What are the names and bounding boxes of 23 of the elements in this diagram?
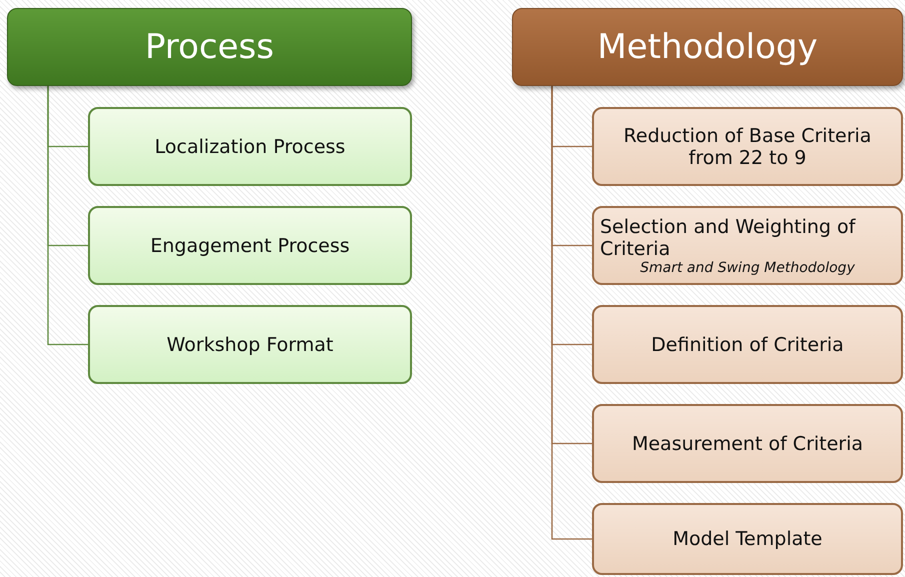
connector-line	[551, 86, 592, 540]
item-box	[88, 107, 412, 186]
header-box	[7, 8, 412, 86]
connector-line	[47, 86, 88, 346]
header-box	[512, 8, 903, 86]
item-box	[592, 404, 903, 483]
item-label: Localization Process	[154, 136, 346, 158]
item-label: Workshop Format	[166, 334, 334, 356]
header-title: Methodology	[597, 27, 818, 67]
item-box	[88, 305, 412, 384]
header-title: Process	[145, 27, 274, 67]
item-box	[88, 206, 412, 285]
item-box	[592, 305, 903, 384]
item-subtitle: Smart and Swing Methodology	[639, 260, 856, 276]
item-label: Definition of Criteria	[650, 334, 845, 356]
item-label: Model Template	[672, 528, 824, 550]
item-label: Measurement of Criteria	[630, 432, 864, 454]
item-box	[592, 503, 903, 575]
item-box	[592, 206, 903, 285]
item-label: Selection and Weighting of Criteria	[600, 216, 857, 260]
item-label: Reduction of Base Criteria from 22 to 9	[622, 124, 872, 168]
item-box	[592, 107, 903, 186]
item-label: Engagement Process	[149, 234, 351, 256]
